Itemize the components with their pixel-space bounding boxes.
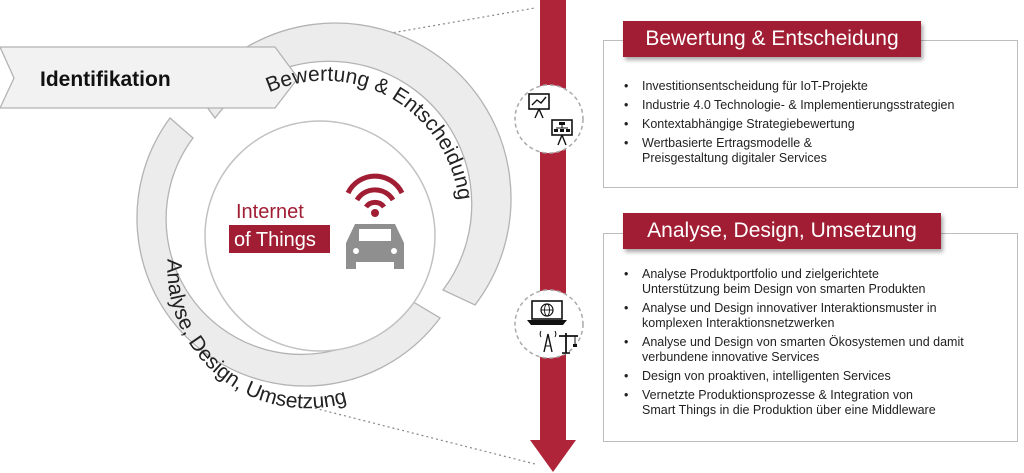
center-label-line1: Internet: [236, 201, 304, 223]
list-item: Design von proaktiven, intelligenten Ser…: [622, 369, 1009, 384]
bullet-list: Analyse Produktportfolio und zielgericht…: [622, 267, 1009, 422]
ring-segment-bottom: [136, 117, 441, 387]
list-item: Analyse Produktportfolio und zielgericht…: [622, 267, 1009, 297]
presentation-board-icon: [514, 84, 584, 154]
identification-tag: Identifikation: [0, 46, 299, 109]
center-label-box: [229, 225, 330, 253]
process-arrow: [530, 0, 576, 472]
laptop-network-icon: [514, 289, 584, 359]
bullet-text: Design von proaktiven, intelligenten Ser…: [642, 369, 891, 383]
list-item: Analyse und Design von smarten Ökosystem…: [622, 335, 1009, 365]
panel-bewertung: Investitionsentscheidung für IoT-Projekt…: [603, 40, 1018, 188]
cycle-ring: [136, 22, 512, 387]
list-item: Kontextabhängige Strategiebewertung: [622, 117, 1009, 132]
list-item: Vernetzte Produktionsprozesse & Integrat…: [622, 388, 1009, 418]
bullet-text: Investitionsentscheidung für IoT-Projekt…: [642, 79, 868, 93]
list-item: Investitionsentscheidung für IoT-Projekt…: [622, 79, 1009, 94]
connected-car-icon: [345, 173, 405, 269]
list-item: Wertbasierte Ertragsmodelle & Preisgesta…: [622, 136, 1009, 166]
center-label-line2: of Things: [234, 229, 316, 251]
bullet-text: Vernetzte Produktionsprozesse & Integrat…: [642, 388, 936, 417]
connector-bottom: [309, 406, 536, 465]
ring-segment-top: [195, 22, 512, 306]
connector-top: [304, 7, 536, 49]
list-item: Industrie 4.0 Technologie- & Implementie…: [622, 98, 1009, 113]
bullet-text: Analyse und Design von smarten Ökosystem…: [642, 335, 964, 364]
bullet-text: Industrie 4.0 Technologie- & Implementie…: [642, 98, 955, 112]
bullet-text: Kontextabhängige Strategiebewertung: [642, 117, 855, 131]
panel-title-analyse: Analyse, Design, Umsetzung: [623, 213, 941, 249]
bullet-list: Investitionsentscheidung für IoT-Projekt…: [622, 79, 1009, 170]
bullet-text: Analyse und Design innovativer Interakti…: [642, 301, 937, 330]
list-item: Analyse und Design innovativer Interakti…: [622, 301, 1009, 331]
panel-title-bewertung: Bewertung & Entscheidung: [623, 21, 921, 57]
identification-label: Identifikation: [40, 68, 171, 91]
bullet-text: Analyse Produktportfolio und zielgericht…: [642, 267, 926, 296]
panel-analyse: Analyse Produktportfolio und zielgericht…: [603, 233, 1018, 442]
bullet-text: Wertbasierte Ertragsmodelle & Preisgesta…: [642, 136, 827, 165]
